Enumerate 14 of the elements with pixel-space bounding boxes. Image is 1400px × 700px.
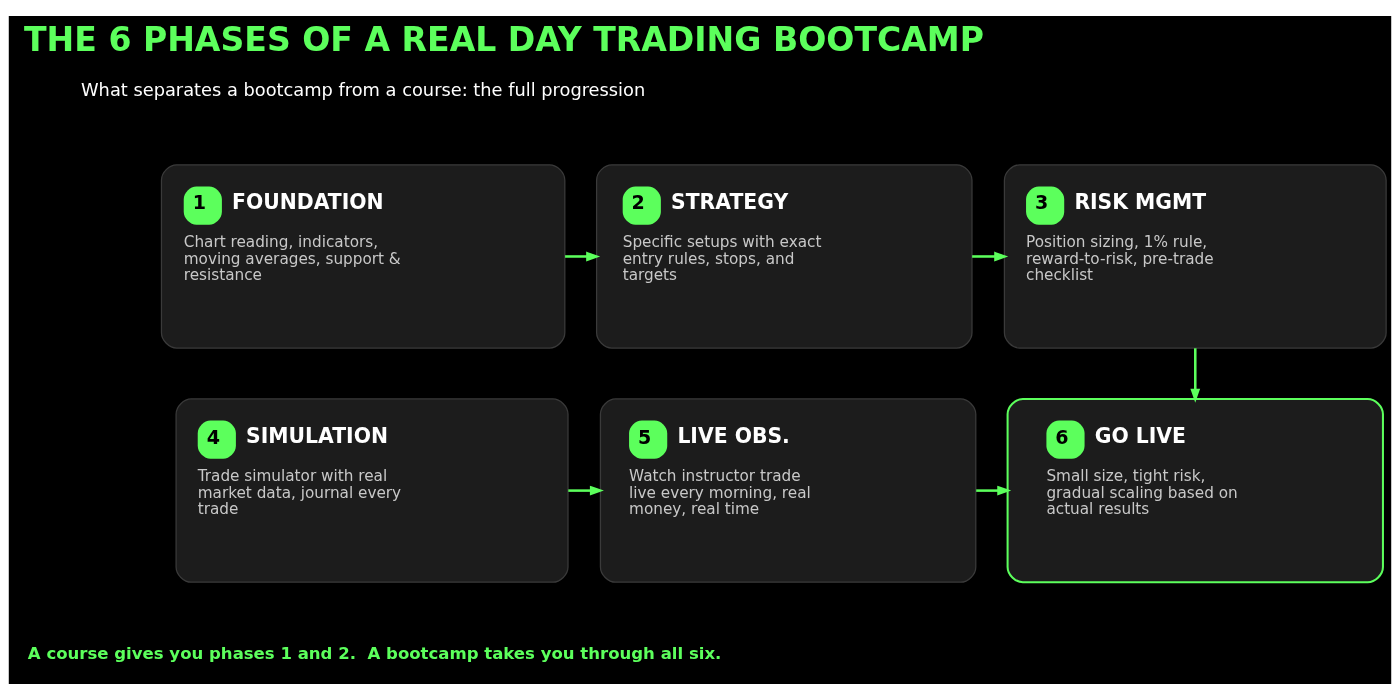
arrow xyxy=(565,251,601,262)
label: A course gives you phases 1 and 2. A bootcamp takes you through all six. xyxy=(27,644,722,664)
label: What separates a bootcamp from a course: the full progression xyxy=(81,78,646,100)
arrow xyxy=(1190,348,1201,403)
node-box: 6 GO LIVE Small size, tight risk, gradual scaling based on actual results xyxy=(1006,397,1384,584)
node-box: 2 STRATEGY Specific setups with exact entry rules, stops, and targets xyxy=(596,164,973,349)
node-box: 3 RISK MGMT Position sizing, 1% rule, reward-to-risk, pre-trade checklist xyxy=(1003,164,1387,349)
diagram-title: THE 6 PHASES OF A REAL DAY TRADING BOOTCAMP xyxy=(24,20,984,60)
arrow xyxy=(568,485,604,496)
node-box: 1 FOUNDATION Chart reading, indicators, moving averages, support & resistance xyxy=(160,164,566,349)
node-box: 4 SIMULATION Trade simulator with real market data, journal every trade xyxy=(175,398,569,583)
arrow xyxy=(976,485,1012,496)
node-box: 5 LIVE OBS. Watch instructor trade live every morning, real money, real time xyxy=(599,398,977,583)
arrow xyxy=(972,251,1009,262)
